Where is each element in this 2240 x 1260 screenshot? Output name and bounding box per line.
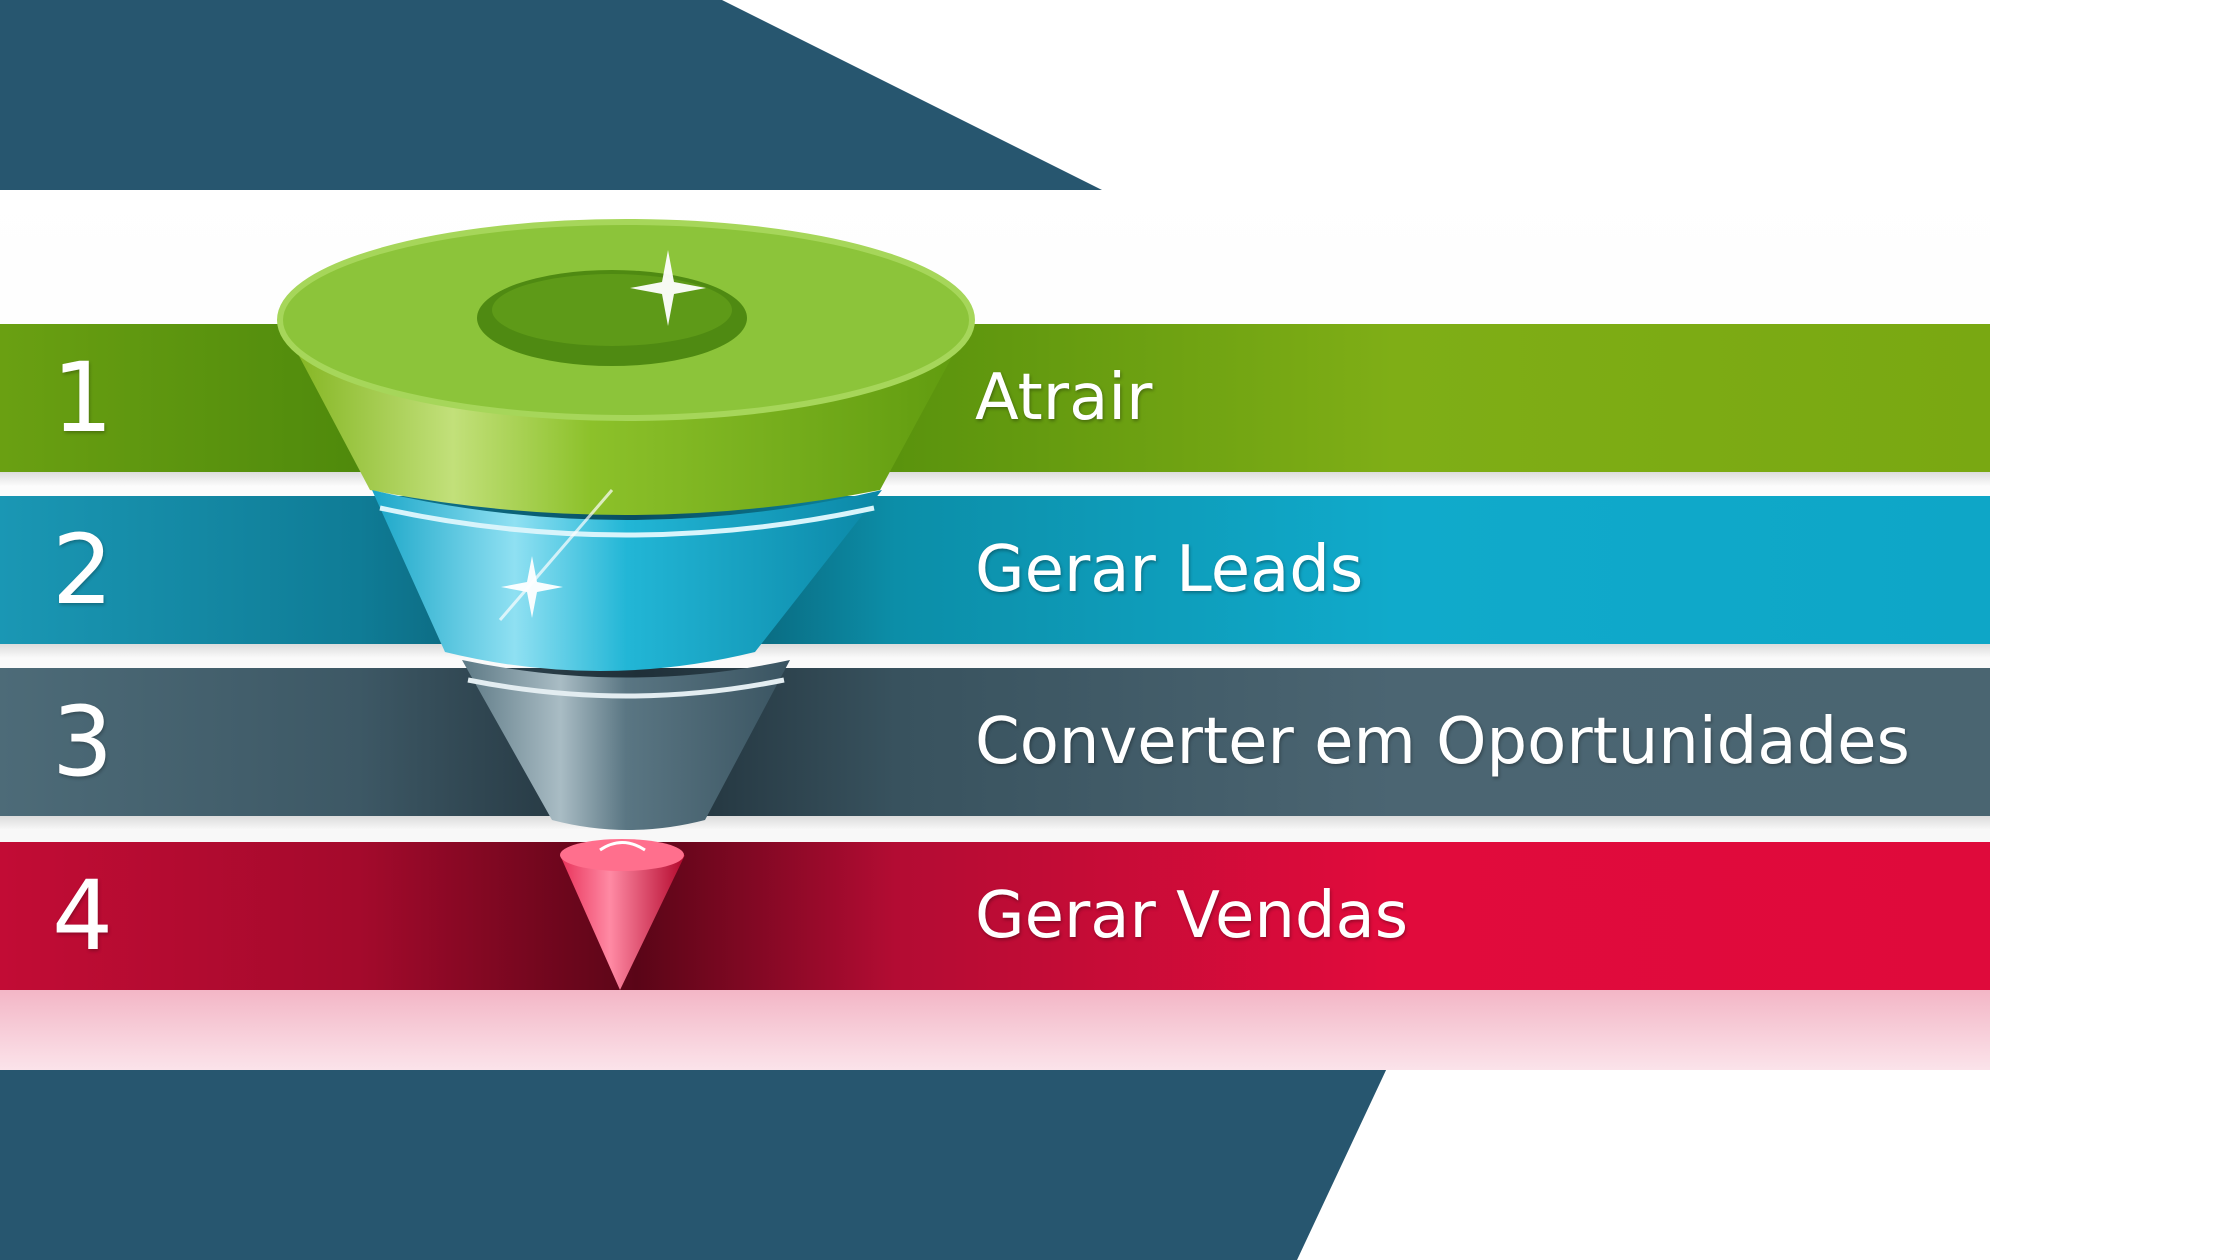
- stage-label: Converter em Oportunidades: [975, 705, 1910, 779]
- stage-number: 1: [52, 342, 114, 454]
- funnel-image-panel: 1 Atrair 2 Gerar Leads 3 Converter em Op…: [0, 190, 1990, 1070]
- stage-band-2: 2 Gerar Leads: [0, 496, 1990, 658]
- stage-band-3: 3 Converter em Oportunidades: [0, 668, 1990, 830]
- stage-label: Atrair: [975, 361, 1153, 435]
- stage-number: 3: [52, 686, 114, 798]
- floor-reflection: [0, 990, 1990, 1070]
- bottom-navy-shape: [0, 1068, 1387, 1260]
- stage-number: 4: [52, 860, 114, 972]
- stage-label: Gerar Vendas: [975, 879, 1409, 953]
- funnel-segment-3: [462, 660, 790, 830]
- funnel-icon: [277, 219, 975, 990]
- sparkle-icon: [501, 250, 706, 618]
- top-navy-shape: [0, 0, 1102, 190]
- funnel-segment-2: [372, 490, 882, 671]
- stage-label: Gerar Leads: [975, 533, 1364, 607]
- stage-number: 2: [52, 514, 114, 626]
- funnel-segment-4: [560, 855, 685, 990]
